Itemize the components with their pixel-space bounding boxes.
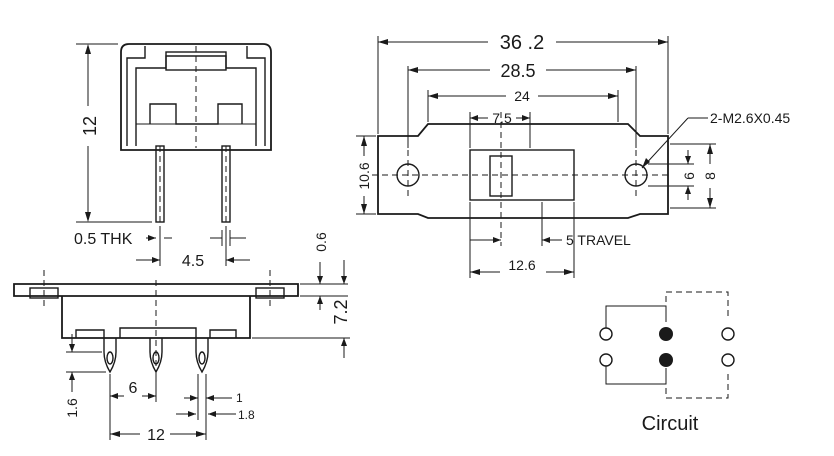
flange-plate — [13, 283, 299, 297]
dim-span: 12 — [147, 427, 165, 444]
dim-arrows — [110, 431, 206, 437]
contact-common-1 — [659, 327, 673, 341]
circuit-link-bottom — [605, 366, 667, 385]
dim-pin-length: 1.6 — [64, 398, 80, 418]
left-flange-tab — [29, 287, 59, 299]
terminal-3 — [195, 338, 209, 374]
dim-body-length: 24 — [514, 88, 530, 104]
dim-body-height: 8 — [702, 172, 718, 180]
dim-arrows — [69, 344, 75, 380]
dim-overall-length: 36 .2 — [500, 32, 544, 54]
dim-gap: 0.6 — [313, 232, 329, 252]
dim-arrow — [148, 235, 156, 241]
side-view: 0.6 7.2 1.6 6 1 1.8 1 — [13, 232, 351, 444]
dim-height-12: 12 — [80, 116, 100, 136]
dim-hole-dia: 6 — [681, 172, 697, 180]
front-view: 12 0.5 THK 4.5 — [74, 43, 272, 270]
dim-flange-height: 10.6 — [356, 162, 372, 189]
contact-open-2 — [599, 353, 613, 367]
screw-note: 2-M2.6X0.45 — [710, 110, 790, 126]
terminal-3-hole — [198, 351, 206, 365]
slider-body — [469, 149, 575, 201]
dim-travel: 5 TRAVEL — [566, 232, 631, 248]
contact-open-3 — [721, 327, 735, 341]
top-view: 36 .2 28.5 24 7.5 2-M2.6X0.45 10.6 — [356, 32, 790, 278]
contact-open-1 — [599, 327, 613, 341]
terminal-1-hole — [106, 351, 114, 365]
circuit-alt-bottom — [665, 368, 729, 399]
contact-open-4 — [721, 353, 735, 367]
terminal-bosses — [75, 327, 237, 338]
terminal-2-hole — [152, 351, 160, 365]
dim-pin-spacing: 4.5 — [182, 253, 204, 270]
housing-inner-wall — [126, 46, 266, 146]
housing-outline — [120, 43, 272, 151]
dim-actuator-width: 7.5 — [492, 110, 512, 126]
dim-side-height: 7.2 — [331, 299, 351, 324]
dim-slider-length: 12.6 — [508, 257, 535, 273]
circuit-label: Circuit — [642, 413, 699, 435]
terminals — [103, 338, 209, 374]
flange-outline — [377, 123, 669, 219]
dim-pin-width: 1 — [236, 391, 243, 405]
dim-arrows — [685, 156, 691, 194]
dim-arrows — [188, 411, 216, 417]
circuit-link-top — [605, 305, 667, 328]
leader-arrow — [642, 158, 650, 168]
dim-pitch: 6 — [129, 380, 138, 397]
right-flange-tab — [255, 287, 285, 299]
terminal-1 — [103, 338, 117, 374]
terminal-2 — [149, 338, 163, 374]
dim-arrows — [317, 276, 323, 304]
side-body — [61, 296, 251, 339]
circuit-alt-top — [665, 291, 729, 322]
contact-common-2 — [659, 353, 673, 367]
dim-pin-hole: 1.8 — [238, 408, 255, 422]
dim-hole-spacing: 28.5 — [500, 61, 535, 81]
dim-arrows — [493, 237, 550, 243]
leader-line — [641, 117, 689, 169]
dim-thickness: 0.5 THK — [74, 231, 133, 248]
circuit-diagram: Circuit — [599, 291, 735, 435]
dim-arrows — [190, 395, 214, 401]
